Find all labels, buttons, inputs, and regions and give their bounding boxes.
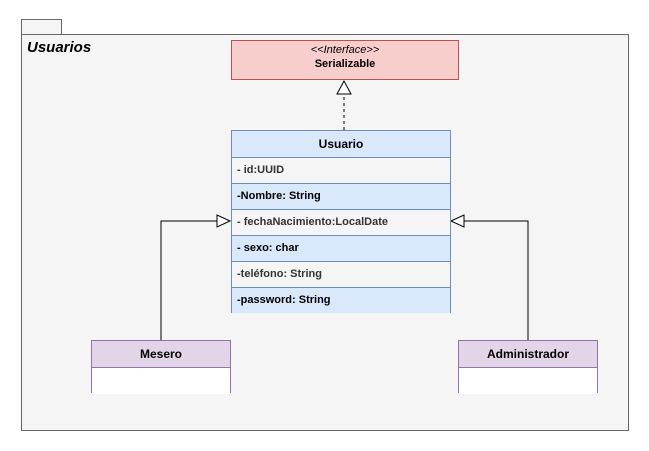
usuario-attribute[interactable]: - sexo: char	[232, 235, 450, 261]
usuario-attribute[interactable]: -password: String	[232, 287, 450, 313]
mesero-class-name: Mesero	[92, 341, 230, 368]
interface-stereotype: <<Interface>>	[310, 44, 380, 56]
mesero-class[interactable]: Mesero	[91, 340, 231, 394]
usuario-class[interactable]: Usuario - id:UUID-Nombre: String- fechaN…	[231, 130, 451, 313]
mesero-generalization-arrowhead	[216, 214, 232, 228]
administrador-class-name: Administrador	[459, 341, 597, 368]
usuario-attribute[interactable]: - id:UUID	[232, 157, 450, 183]
administrador-class-body	[459, 368, 597, 394]
serializable-interface[interactable]: <<Interface>> Serializable	[231, 40, 459, 80]
interface-name: Serializable	[314, 58, 376, 70]
realization-arrowhead	[336, 79, 352, 95]
administrador-generalization-line	[464, 220, 529, 341]
package-title: Usuarios	[27, 39, 92, 56]
administrador-generalization-arrowhead	[449, 214, 465, 228]
usuario-attribute-list: - id:UUID-Nombre: String- fechaNacimient…	[232, 157, 450, 313]
mesero-class-body	[92, 368, 230, 394]
usuario-attribute[interactable]: - fechaNacimiento:LocalDate	[232, 209, 450, 235]
package-tab	[21, 19, 62, 34]
usuario-attribute[interactable]: -teléfono: String	[232, 261, 450, 287]
usuario-class-name: Usuario	[318, 137, 364, 151]
mesero-generalization-line	[160, 220, 217, 341]
usuario-attribute[interactable]: -Nombre: String	[232, 183, 450, 209]
administrador-class[interactable]: Administrador	[458, 340, 598, 394]
